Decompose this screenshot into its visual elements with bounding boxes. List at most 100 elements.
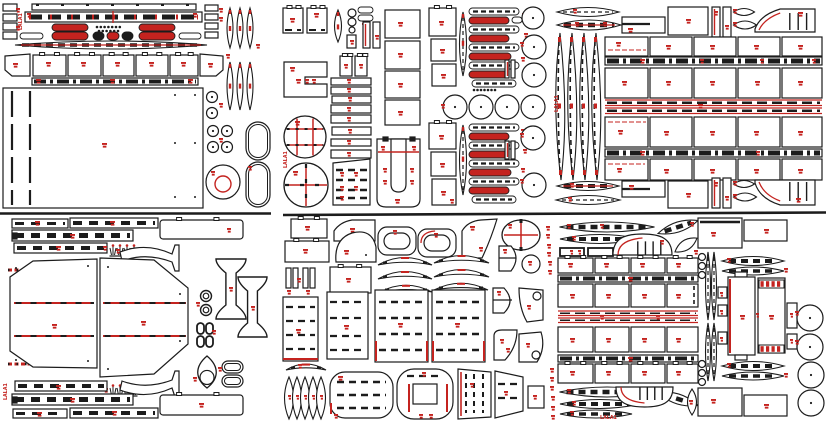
part-circ	[697, 261, 707, 271]
svg-text:LALA1: LALA1	[3, 383, 9, 400]
part-mark	[412, 146, 416, 151]
part-mark	[298, 364, 302, 369]
part-mark	[618, 130, 623, 135]
part-mark	[795, 340, 799, 345]
part-mark	[193, 377, 197, 382]
part-circ	[521, 34, 547, 60]
part-mark	[347, 117, 351, 122]
part-mark	[784, 268, 788, 273]
part-stad	[196, 322, 205, 335]
part-rect	[159, 392, 244, 416]
part-mark	[288, 395, 291, 400]
part-mark	[714, 11, 718, 16]
part-mark	[666, 81, 671, 86]
part-davit	[119, 370, 180, 398]
part-mark	[603, 22, 607, 27]
part-mark	[575, 22, 579, 27]
part-mark	[296, 79, 301, 84]
part-mark	[727, 363, 731, 368]
part-fitting	[109, 244, 117, 257]
part-hleaf	[559, 409, 633, 419]
part-mark	[340, 186, 344, 191]
part-rect	[135, 52, 169, 77]
part-mark	[37, 412, 42, 417]
part-rect	[331, 95, 372, 104]
part-circ	[796, 333, 824, 361]
part-vleaf	[236, 61, 244, 111]
part-mark	[710, 45, 715, 50]
part-band	[558, 310, 698, 324]
part-rect	[630, 283, 666, 308]
part-mark	[547, 244, 551, 249]
part-rect	[734, 271, 748, 278]
part-mark	[359, 64, 363, 69]
part-mark	[410, 180, 414, 185]
part-mark	[181, 62, 186, 67]
part-rect	[2, 22, 18, 31]
part-mark	[439, 21, 444, 26]
part-pill	[92, 31, 105, 41]
part-mark	[441, 74, 446, 79]
sheet-2: LALA1	[282, 5, 547, 208]
part-mark	[419, 414, 423, 419]
part-mark	[149, 62, 154, 67]
part-hleaf	[732, 192, 758, 202]
part-mark	[348, 97, 352, 102]
part-mark	[470, 383, 474, 388]
part-mark	[550, 377, 554, 382]
part-mark	[398, 323, 403, 328]
part-mark	[570, 250, 573, 255]
part-mark	[340, 172, 344, 177]
part-hleaf	[555, 19, 623, 31]
part-mark	[798, 12, 803, 17]
part-rect	[428, 120, 457, 150]
part-mark	[320, 395, 323, 400]
part-mark	[196, 302, 200, 307]
part-mark	[690, 222, 694, 227]
part-circ	[347, 17, 357, 27]
part-mark	[27, 13, 31, 18]
part-mark	[546, 234, 550, 239]
part-mark	[769, 315, 774, 320]
part-dot	[179, 340, 181, 342]
part-circ	[348, 26, 356, 34]
part-dot	[174, 94, 176, 96]
part-vleaf	[246, 6, 254, 50]
part-mark	[572, 236, 576, 241]
part-mark	[676, 371, 681, 376]
part-rect	[169, 52, 199, 77]
part-dot	[15, 267, 17, 269]
part-vleaf	[710, 322, 718, 382]
part-rect	[594, 361, 630, 384]
part-mark	[296, 395, 299, 400]
part-pill	[511, 16, 523, 24]
part-rect	[711, 177, 721, 209]
part-mark	[694, 250, 698, 255]
part-ring	[199, 289, 213, 303]
part-rect	[330, 138, 372, 147]
part-mark	[573, 9, 577, 14]
part-pill	[51, 23, 89, 32]
part-mark	[334, 414, 338, 419]
part-rect	[594, 283, 630, 308]
part-mark	[303, 249, 308, 254]
part-mark	[551, 396, 555, 401]
part-rect	[339, 53, 354, 77]
part-mark	[211, 171, 215, 176]
part-cres	[377, 256, 433, 266]
part-mark	[617, 168, 622, 173]
part-mark	[287, 290, 291, 295]
part-mark	[500, 339, 504, 344]
part-mark	[347, 140, 351, 145]
part-poly	[4, 53, 31, 77]
part-vleaf	[458, 11, 468, 77]
part-mark	[508, 224, 512, 229]
part-mark	[312, 395, 315, 400]
part-circ	[520, 125, 546, 151]
part-dot	[87, 265, 89, 267]
part-mark	[796, 198, 801, 203]
part-rect	[306, 5, 328, 34]
part-mark	[219, 138, 223, 143]
part-pill	[468, 186, 510, 195]
part-mark	[381, 146, 385, 151]
